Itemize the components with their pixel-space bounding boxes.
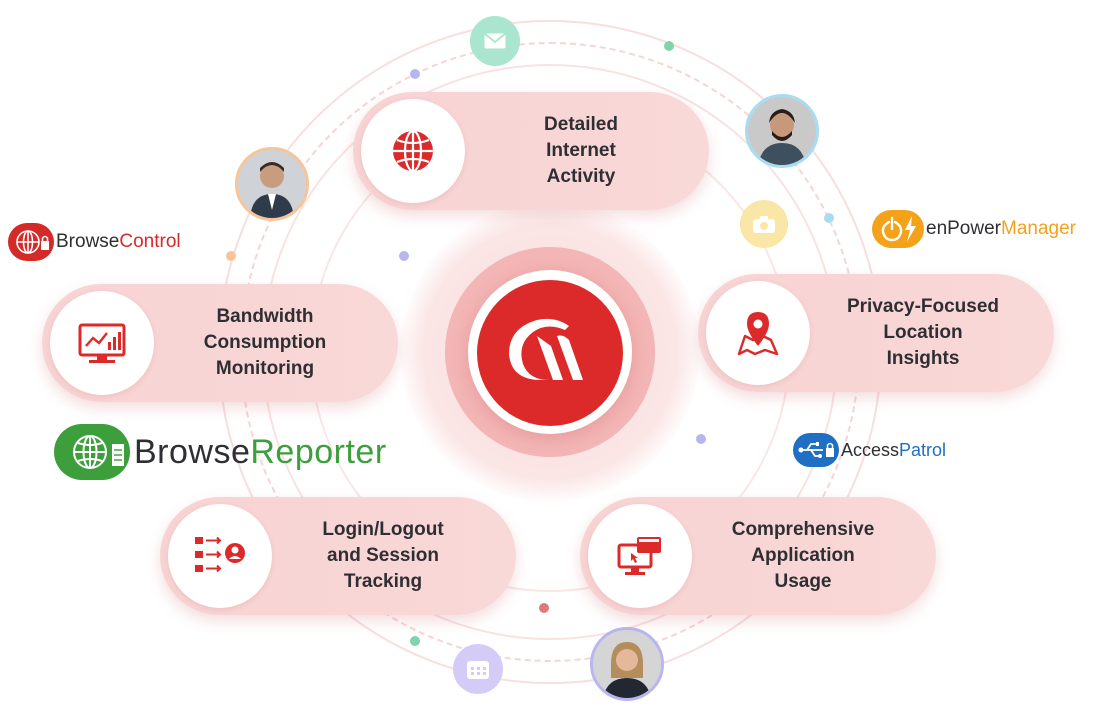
usb-lock-icon <box>793 433 839 467</box>
orbit-dot <box>410 69 420 79</box>
avatar <box>590 627 664 701</box>
feature-apps: Comprehensive Application Usage <box>580 497 936 615</box>
camera-icon <box>740 200 788 248</box>
location-map-icon <box>737 312 779 356</box>
brand-name: BrowseControl <box>56 231 181 252</box>
feature-icon-disc <box>706 281 810 385</box>
feature-login: Login/Logout and Session Tracking <box>160 497 516 615</box>
feature-label: Comprehensive Application Usage <box>731 519 875 592</box>
session-tracking-icon <box>195 536 245 573</box>
browsereporter-globe-icon <box>54 424 130 480</box>
brand-name: enPowerManager <box>926 218 1076 239</box>
feature-location: Privacy-Focused Location Insights <box>698 274 1054 392</box>
calendar-icon <box>453 644 503 694</box>
orbit-dot <box>539 603 549 613</box>
feature-icon-disc <box>168 504 272 608</box>
orbit-dot <box>824 213 834 223</box>
brand-browsereporter: BrowseReporter <box>54 424 387 480</box>
globe-icon <box>393 129 433 173</box>
orbit-dot <box>226 251 236 261</box>
feature-icon-disc <box>588 504 692 608</box>
email-icon <box>470 16 520 66</box>
avatar <box>235 147 309 221</box>
application-windows-icon <box>617 537 661 575</box>
orbit-dot <box>399 251 409 261</box>
bandwidth-chart-icon <box>78 323 126 363</box>
brand-name: BrowseReporter <box>134 432 387 471</box>
currentware-logo-icon <box>477 280 623 426</box>
feature-bandwidth: Bandwidth Consumption Monitoring <box>42 284 398 402</box>
brand-browsecontrol: BrowseControl <box>8 223 181 261</box>
brand-enpowermanager: enPowerManager <box>872 210 1076 248</box>
orbit-dot <box>410 636 420 646</box>
feature-internet: Detailed Internet Activity <box>353 92 709 210</box>
brand-name: AccessPatrol <box>841 439 947 460</box>
brand-accesspatrol: AccessPatrol <box>793 433 946 467</box>
feature-label: Login/Logout and Session Tracking <box>322 519 444 592</box>
avatar <box>745 94 819 168</box>
power-bolt-icon <box>872 210 924 248</box>
feature-icon-disc <box>361 99 465 203</box>
orbit-dot <box>696 434 706 444</box>
feature-label: Privacy-Focused Location Insights <box>846 296 1000 369</box>
browsecontrol-globe-lock-icon <box>8 223 54 261</box>
feature-label: Detailed Internet Activity <box>544 114 618 187</box>
feature-label: Bandwidth Consumption Monitoring <box>203 306 327 379</box>
orbit-dot <box>664 41 674 51</box>
feature-icon-disc <box>50 291 154 395</box>
